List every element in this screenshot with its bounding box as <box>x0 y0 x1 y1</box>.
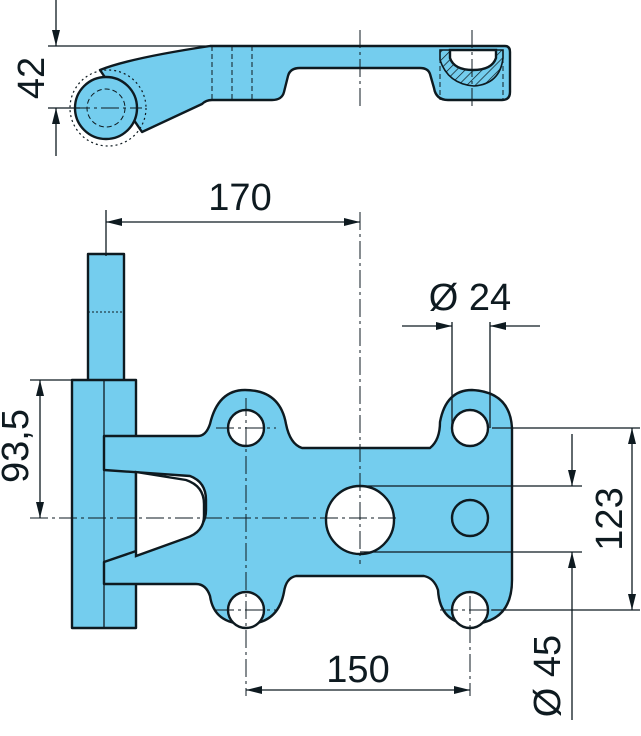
dim-small-hole-diameter: Ø 24 <box>429 277 511 319</box>
front-view <box>30 212 514 696</box>
dim-center-hole-diameter: Ø 45 <box>527 635 569 717</box>
plate-slot <box>134 470 206 558</box>
dim-hole-spacing-vertical: 123 <box>589 487 631 550</box>
dim-vertical-offset: 93,5 <box>0 409 37 483</box>
side-view-arm <box>98 44 512 134</box>
pin-shaft <box>86 252 126 386</box>
side-view: 42 <box>11 0 512 156</box>
side-view-serration <box>69 69 147 147</box>
hole-blind <box>450 498 490 538</box>
dim-height-top: 42 <box>11 57 53 99</box>
dim-pin-offset: 170 <box>208 177 271 219</box>
hole-top-right <box>450 408 490 448</box>
dimension-lines: 170 Ø 24 93,5 123 150 Ø 45 <box>0 177 640 720</box>
side-view-pocket <box>448 48 498 72</box>
dim-hole-spacing-horizontal: 150 <box>326 649 389 691</box>
